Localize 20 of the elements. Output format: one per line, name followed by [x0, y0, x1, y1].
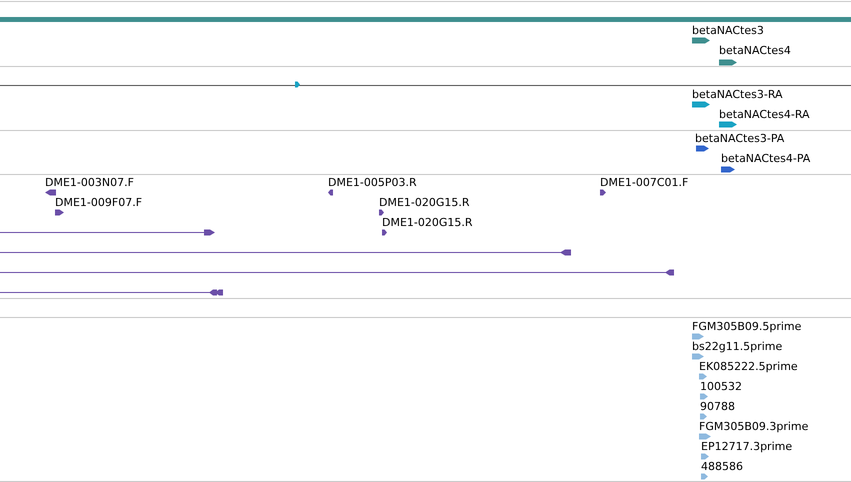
feature-label: DME1-020G15.R	[379, 196, 470, 209]
feature-label: EP12717.3prime	[701, 440, 792, 453]
feature-label: betaNACtes4-PA	[721, 152, 810, 165]
feature-label: betaNACtes4-RA	[719, 108, 810, 121]
feature-label: betaNACtes3	[692, 24, 764, 37]
feature-label: DME1-005P03.R	[328, 176, 417, 189]
feature-label: 100532	[700, 380, 742, 393]
feature-label: FGM305B09.3prime	[699, 420, 808, 433]
feature-label: DME1-020G15.R	[382, 216, 473, 229]
feature-label: bs22g11.5prime	[692, 340, 782, 353]
feature-label: 90788	[700, 400, 735, 413]
feature-label: betaNACtes4	[719, 44, 791, 57]
feature-label: FGM305B09.5prime	[692, 320, 802, 333]
feature-label: 488586	[701, 460, 743, 473]
feature-label: EK085222.5prime	[699, 360, 798, 373]
feature-label: DME1-003N07.F	[45, 176, 134, 189]
feature-label: DME1-009F07.F	[55, 196, 142, 209]
feature-label: betaNACtes3-RA	[692, 88, 783, 101]
feature-label: betaNACtes3-PA	[695, 132, 784, 145]
feature-label: DME1-007C01.F	[600, 176, 688, 189]
